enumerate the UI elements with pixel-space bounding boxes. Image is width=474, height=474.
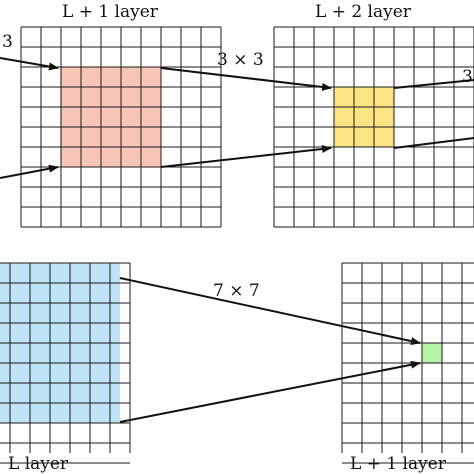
arrow-top-left-lower bbox=[0, 164, 59, 179]
label-kernel-top-right: 3 bbox=[462, 67, 473, 87]
grid-top-middle bbox=[20, 26, 222, 228]
grid-bottom-left bbox=[0, 262, 131, 464]
arrow-top-right-lower bbox=[393, 137, 474, 149]
label-bottom-left: L layer bbox=[8, 454, 69, 474]
arrow-top-mid-lower bbox=[160, 145, 332, 168]
arrow-bottom-upper bbox=[119, 277, 421, 346]
label-kernel-bottom: 7 × 7 bbox=[213, 281, 260, 301]
arrow-top-left-upper bbox=[0, 57, 59, 71]
grid-bottom-right bbox=[341, 262, 474, 464]
label-top-middle: L + 1 layer bbox=[62, 2, 159, 22]
label-kernel-top-mid: 3 × 3 bbox=[217, 50, 264, 70]
arrow-top-right-upper bbox=[393, 79, 474, 89]
arrow-bottom-lower bbox=[119, 360, 421, 423]
label-kernel-top-left: 3 bbox=[2, 32, 13, 52]
arrow-top-mid-upper bbox=[160, 67, 332, 91]
label-bottom-right: L + 1 layer bbox=[350, 454, 447, 474]
highlight-top-middle bbox=[61, 67, 161, 167]
label-top-right: L + 2 layer bbox=[315, 2, 412, 22]
highlight-bottom-right bbox=[422, 343, 442, 363]
grid-top-right bbox=[273, 26, 474, 228]
highlight-top-right bbox=[334, 87, 394, 147]
